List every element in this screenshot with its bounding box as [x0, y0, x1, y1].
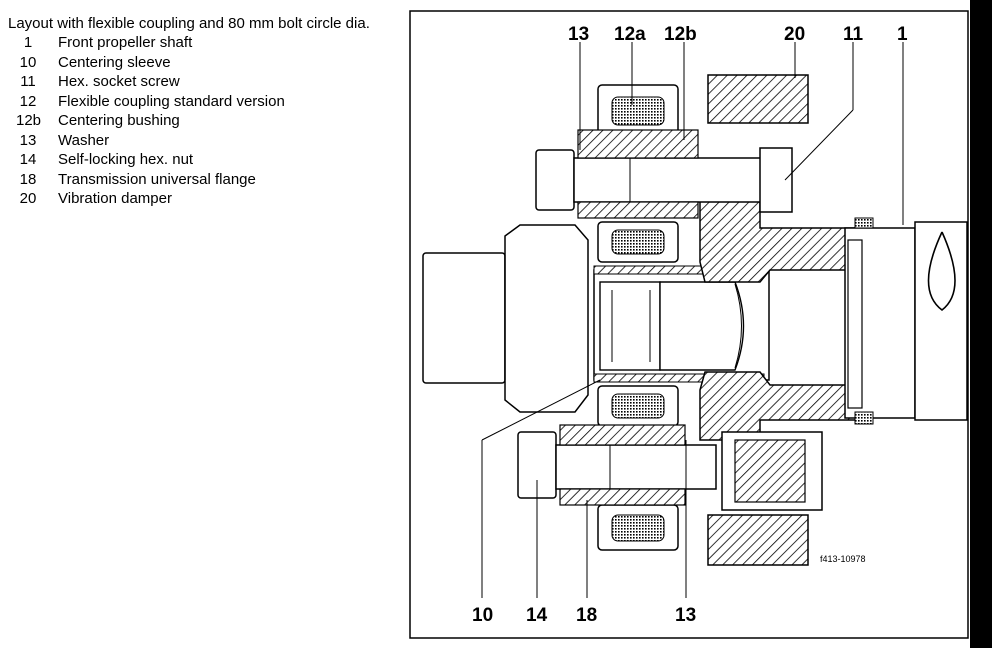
- legend-item-label: Centering bushing: [58, 112, 180, 129]
- legend-item: 14 Self-locking hex. nut: [8, 152, 398, 172]
- callout-label: 20: [784, 24, 805, 45]
- legend-item-label: Vibration damper: [58, 190, 172, 207]
- legend-item: 18 Transmission universal flange: [8, 170, 398, 192]
- vibration-damper: [707, 74, 823, 566]
- legend-item: 1 Front propeller shaft: [8, 35, 398, 55]
- leader-lines: [481, 42, 904, 598]
- legend-item: 13 Washer: [8, 131, 398, 153]
- legend-item-number: 13: [19, 131, 37, 149]
- callout-label: 10: [472, 605, 493, 626]
- legend-item-label: Self-locking hex. nut: [58, 151, 194, 168]
- callout-label: 13: [568, 24, 589, 45]
- figure-code: f413-10978: [820, 554, 866, 564]
- legend: Layout with flexible coupling and 80 mm …: [8, 16, 398, 211]
- callout-label: 12a: [614, 24, 646, 45]
- legend-item-label: Transmission universal flange: [58, 170, 256, 188]
- lower-bolt: [517, 424, 717, 506]
- legend-title: Layout with flexible coupling and 80 mm …: [8, 15, 370, 32]
- legend-item: 12 Flexible coupling standard version: [8, 92, 398, 114]
- callout-label: 12b: [664, 24, 697, 45]
- legend-item-label: Centering sleeve: [58, 53, 171, 71]
- legend-item-label: Flexible coupling standard version: [58, 92, 285, 110]
- upper-bolt: [535, 129, 793, 219]
- legend-item: 12b Centering bushing: [8, 113, 398, 133]
- legend-item-number: 20: [19, 190, 37, 207]
- legend-item-number: 1: [23, 34, 33, 51]
- legend-item-number: 10: [19, 53, 37, 71]
- universal-flange: [422, 224, 589, 413]
- legend-item-number: 12b: [16, 112, 42, 129]
- legend-item-label: Front propeller shaft: [58, 34, 193, 51]
- figure-frame: [409, 10, 969, 639]
- legend-item: 11 Hex. socket screw: [8, 74, 398, 94]
- legend-item-number: 12: [19, 92, 37, 110]
- legend-item: 10 Centering sleeve: [8, 53, 398, 75]
- centering-sleeve-assembly: [593, 265, 770, 383]
- callout-label: 11: [843, 24, 864, 45]
- legend-item-label: Washer: [58, 131, 110, 149]
- callout-label: 1: [897, 24, 908, 45]
- legend-item-number: 11: [20, 73, 36, 90]
- legend-item-number: 14: [19, 151, 37, 168]
- legend-item-label: Hex. socket screw: [58, 73, 180, 90]
- legend-item: 20 Vibration damper: [8, 191, 398, 211]
- legend-item-number: 18: [19, 170, 37, 188]
- legend-list: 1 Front propeller shaft 10 Centering sleev…: [8, 35, 398, 211]
- callout-label: 18: [576, 605, 597, 626]
- callout-label: 13: [675, 605, 696, 626]
- front-propeller-shaft: [844, 217, 968, 425]
- callout-label: 14: [526, 605, 548, 626]
- page-edge-bar: [970, 0, 992, 648]
